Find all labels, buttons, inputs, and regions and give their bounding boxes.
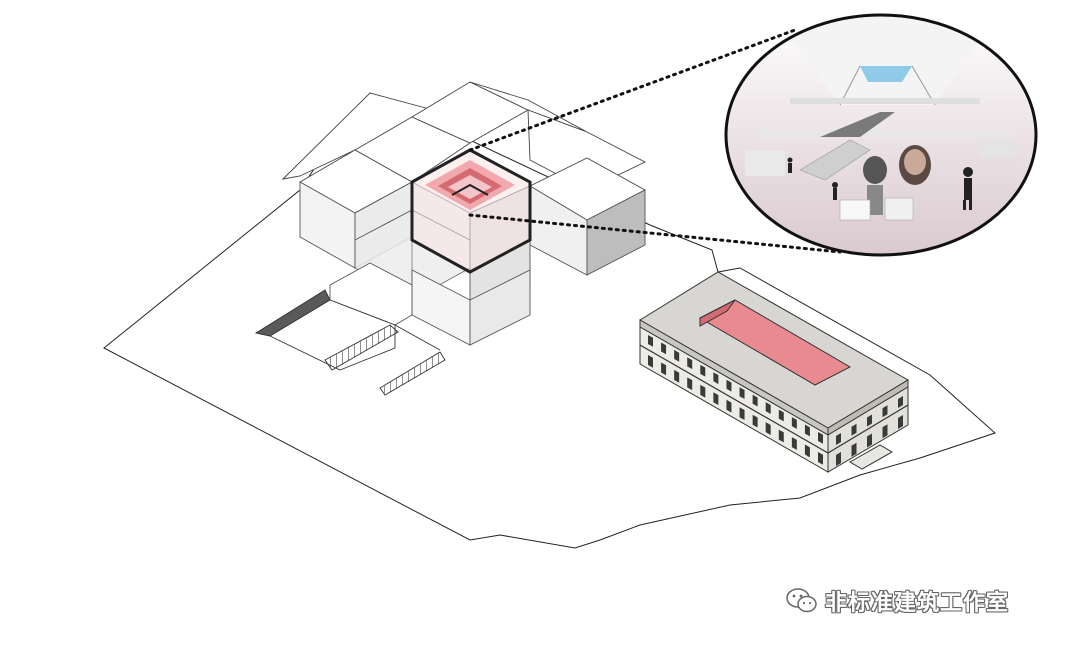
atrium-interior-vignette [724,13,1038,257]
window [726,379,732,392]
window [882,405,888,418]
window [791,437,797,450]
window [752,414,758,428]
window [851,442,857,457]
window [713,372,719,385]
window [836,433,841,445]
window [867,433,872,448]
window [851,423,857,436]
window [648,355,653,368]
entrance-steps [848,444,894,470]
window [700,364,706,377]
watermark-text: 非标准建筑工作室 [825,591,1010,616]
facade-windows [648,335,903,466]
window [867,414,872,427]
window [687,357,693,370]
window [836,452,841,466]
window [898,415,903,429]
window [739,407,745,421]
window [778,429,784,443]
skylight [860,66,912,82]
wechat-icon [786,588,817,613]
window [661,362,667,376]
window [739,387,745,400]
window [818,432,823,444]
window [752,394,758,407]
window [726,399,732,413]
window [791,417,797,429]
box-lower-side [469,269,531,346]
window [674,349,680,362]
window [700,384,706,398]
window [898,396,903,408]
window [882,424,888,439]
window [778,409,784,422]
roof-plates [281,81,647,221]
window [765,422,771,435]
window [661,342,667,355]
window [818,452,823,465]
box-right-side [586,189,646,276]
window [713,392,719,406]
window [674,369,680,383]
window [804,444,810,458]
atrium-highlight [410,148,532,274]
window [804,424,810,437]
window [687,377,693,391]
callout-leader-lines [468,28,842,254]
window [765,402,771,414]
sunken-court [254,289,446,396]
watermark: 非标准建筑工作室 [785,584,1009,618]
window [648,335,653,347]
